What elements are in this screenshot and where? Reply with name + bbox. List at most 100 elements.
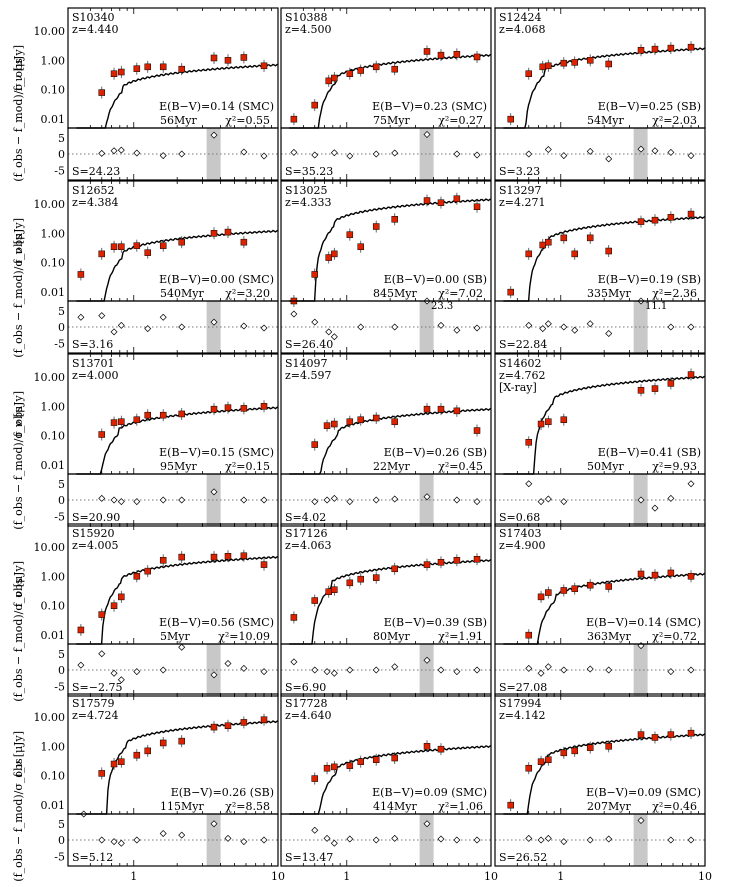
photometry-point <box>133 751 141 759</box>
photometry-point <box>605 743 612 750</box>
photometry-point <box>391 565 398 573</box>
chi2-label: χ²=0.72 <box>652 630 697 643</box>
photometry-point <box>240 54 248 61</box>
residual-point <box>372 836 380 844</box>
photometry-point <box>605 247 612 255</box>
residual-point <box>330 333 338 341</box>
photometry-point <box>437 199 445 206</box>
sed-y-axis-label: f_ν [μJy] <box>12 561 25 607</box>
photometry-point <box>311 597 319 604</box>
sed-y-tick-label: 10.00 <box>34 371 66 384</box>
irac-band-shade <box>206 644 221 696</box>
residual-point <box>687 666 695 674</box>
photometry-point <box>331 420 338 428</box>
photometry-point <box>133 242 141 249</box>
photometry-point <box>473 556 481 563</box>
residual-point <box>98 650 106 658</box>
photometry-point <box>118 593 125 601</box>
residual-point <box>346 666 354 674</box>
s-value-label: S=4.02 <box>285 511 326 524</box>
residual-point <box>290 658 298 666</box>
residual-point <box>346 498 354 506</box>
x-tick-label: 10 <box>698 870 712 883</box>
model-sed-curve <box>76 63 279 129</box>
residual-point <box>224 660 232 667</box>
sed-y-tick-label: 1.00 <box>41 54 66 67</box>
residual-point <box>667 836 675 844</box>
residual-point <box>437 321 445 329</box>
extinction-label: E(B−V)=0.41 (SB) <box>598 446 701 459</box>
photometry-point <box>133 573 141 580</box>
sed-y-tick-label: 0.10 <box>41 84 66 97</box>
photometry-point <box>110 243 118 250</box>
photometry-point <box>545 756 552 763</box>
s-value-label: S=22.84 <box>499 338 547 351</box>
chi2-label: χ²=0.45 <box>438 460 483 473</box>
residual-point <box>178 496 186 504</box>
residual-point <box>178 323 186 331</box>
photometry-point <box>391 754 398 762</box>
residual-point <box>210 671 218 679</box>
photometry-point <box>667 731 675 738</box>
photometry-point <box>331 74 338 82</box>
residual-point <box>98 312 106 320</box>
sed-y-tick-label: 1.00 <box>41 400 66 413</box>
irac-band-shade <box>206 301 221 353</box>
photometry-point <box>437 745 445 753</box>
photometry-point <box>539 63 546 71</box>
irac-band-shade <box>419 814 434 866</box>
residual-point <box>586 320 594 328</box>
residual-point <box>391 323 399 331</box>
sed-y-tick-label: 0.10 <box>41 430 66 443</box>
extinction-label: E(B−V)=0.14 (SMC) <box>159 100 274 113</box>
photometry-point <box>473 53 481 61</box>
residual-point <box>117 146 125 154</box>
source-name: S13025 <box>285 184 328 197</box>
residual-point <box>77 661 85 669</box>
extinction-label: E(B−V)=0.15 (SMC) <box>159 446 274 459</box>
residual-point <box>473 151 481 159</box>
residual-point <box>539 325 547 333</box>
residual-point <box>586 836 594 844</box>
residual-point <box>544 834 552 842</box>
photometry-point <box>346 231 354 238</box>
photometry-point <box>537 420 545 428</box>
sed-y-tick-label: 0.10 <box>41 257 66 270</box>
s-value-label: S=−2.75 <box>72 681 122 694</box>
photometry-point <box>178 65 185 73</box>
xray-label: [X-ray] <box>499 381 537 394</box>
residual-point <box>330 494 338 502</box>
residual-point <box>133 498 141 506</box>
residual-point <box>560 838 568 846</box>
residual-point <box>525 480 533 488</box>
residual-frame <box>67 127 279 181</box>
residual-point <box>330 149 338 157</box>
residual-point <box>178 643 186 651</box>
photometry-point <box>346 418 354 425</box>
photometry-point <box>144 747 151 755</box>
photometry-point <box>507 115 514 123</box>
residual-point <box>323 496 331 504</box>
resid-y-tick-label: -5 <box>54 510 65 523</box>
photometry-point <box>605 60 612 68</box>
residual-point <box>372 666 380 674</box>
residual-point <box>525 664 533 672</box>
extinction-label: E(B−V)=0.39 (SB) <box>384 616 487 629</box>
photometry-point <box>77 271 85 278</box>
residual-point <box>240 838 248 846</box>
residual-point <box>605 666 613 674</box>
photometry-point <box>144 411 151 419</box>
extinction-label: E(B−V)=0.00 (SMC) <box>159 273 274 286</box>
photometry-point <box>453 195 461 202</box>
redshift-label: z=4.068 <box>499 23 546 36</box>
redshift-label: z=4.063 <box>285 539 332 552</box>
s-value-label: S=26.52 <box>499 851 547 864</box>
residual-point <box>311 151 319 159</box>
source-name: S15920 <box>72 527 115 540</box>
sed-y-tick-label: 0.10 <box>41 770 66 783</box>
